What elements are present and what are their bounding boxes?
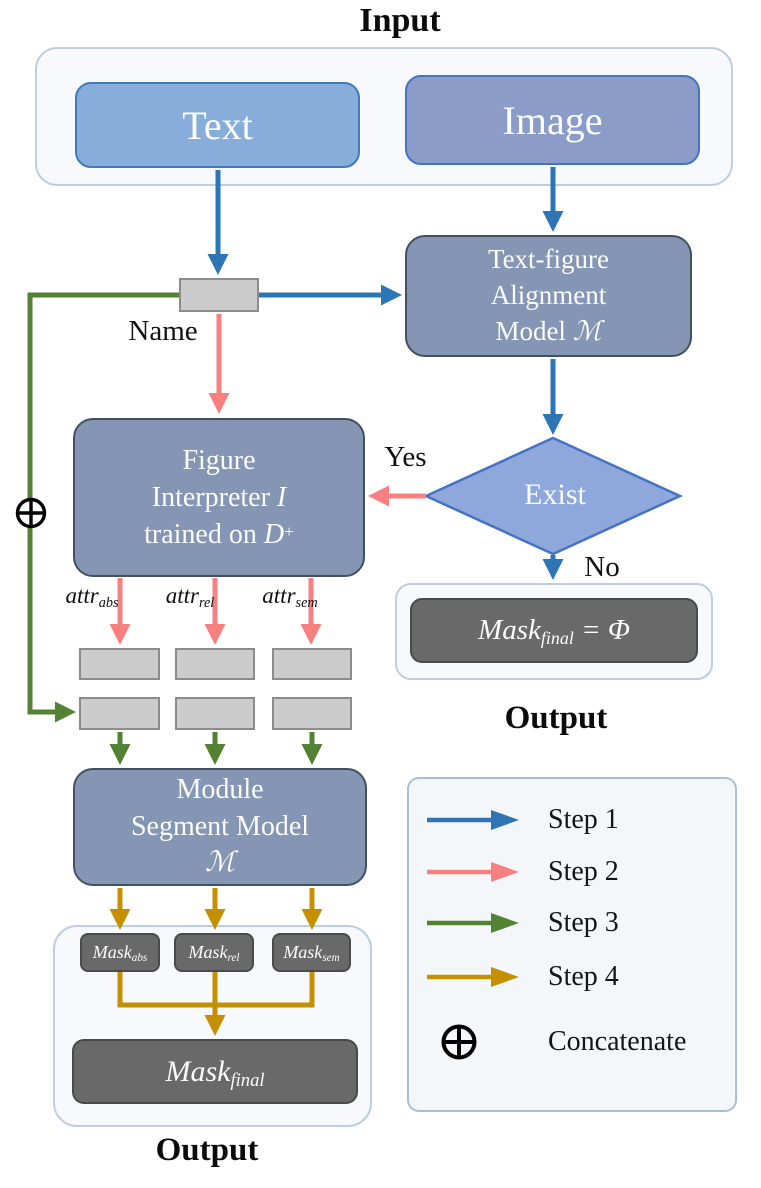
attr-abs-label: attrabs [65,583,119,611]
legend-row-step2: Step 2 [407,852,737,892]
output-right-title: Output [504,700,608,736]
image-node-label: Image [502,97,603,143]
legend-content: Step 1 Step 2 Step 3 Step 4 [407,777,737,1112]
mask-final-label: Maskfinal [165,1054,265,1091]
module-segment-model-label: Module Segment Model ℳ [131,772,309,881]
legend-row-concatenate: Concatenate [407,1022,737,1062]
legend-step3-arrow-icon [427,913,519,933]
alignment-model-label: Text-figure Alignment Model ℳ [488,242,609,350]
concat-oplus-icon [15,497,47,529]
legend-step4-label: Step 4 [548,961,619,992]
mask-final-phi-label: Maskfinal = Φ [478,614,630,649]
attr-sem-label: attrsem [262,583,318,611]
interpreter-line1: Figure [182,444,256,476]
figure-interpreter-label: Figure Interpreter I trained on D+ [144,442,294,554]
alignment-line3: Model ℳ [495,315,602,346]
feature-box-row1-sem [272,648,352,680]
text-node-label: Text [182,102,253,148]
mask-abs-node: Maskabs [80,933,160,972]
legend-concatenate-label: Concatenate [548,1026,687,1057]
input-title: Input [359,2,441,39]
mask-final-node: Maskfinal [72,1039,358,1104]
output-left-title: Output [155,1132,259,1168]
legend-step1-label: Step 1 [548,804,619,835]
module-line1: Module [176,774,264,806]
mask-final-phi-node: Maskfinal = Φ [410,598,698,663]
attr-rel-label: attrrel [165,583,215,611]
alignment-line2: Alignment [490,280,607,311]
legend-row-step3: Step 3 [407,903,737,943]
exist-diamond-label: Exist [524,478,586,511]
module-line2: Segment Model [130,810,310,842]
figure-interpreter-node: Figure Interpreter I trained on D+ [73,418,365,577]
legend-row-step4: Step 4 [407,957,737,997]
name-label: Name [128,315,198,347]
interpreter-line3: trained on D+ [144,519,294,551]
mask-sem-node: Masksem [272,933,351,972]
image-input-node: Image [405,75,700,165]
feature-box-row2-rel [175,697,255,730]
feature-box-row2-sem [272,697,352,730]
alignment-line1: Text-figure [487,244,610,275]
feature-box-row2-abs [79,697,160,730]
mask-abs-label: Maskabs [92,942,148,965]
legend-step1-arrow-icon [427,810,519,830]
mask-rel-label: Maskrel [188,942,240,965]
yes-label: Yes [384,441,427,473]
legend-step2-arrow-icon [427,862,519,882]
legend-row-step1: Step 1 [407,800,737,840]
module-line3: ℳ [205,847,235,879]
interpreter-line2: Interpreter I [151,481,287,513]
mask-rel-node: Maskrel [174,933,254,972]
legend-step4-arrow-icon [427,967,519,987]
text-input-node: Text [75,82,360,168]
feature-box-row1-abs [79,648,160,680]
legend-step2-label: Step 2 [548,856,619,887]
feature-box-row1-rel [175,648,255,680]
mask-sem-label: Masksem [283,942,340,965]
alignment-model-node: Text-figure Alignment Model ℳ [405,235,692,357]
name-connector-box [179,278,259,312]
legend-step3-label: Step 3 [548,907,619,938]
no-label: No [584,551,620,583]
legend-oplus-icon [441,1024,477,1060]
module-segment-model-node: Module Segment Model ℳ [73,768,367,886]
